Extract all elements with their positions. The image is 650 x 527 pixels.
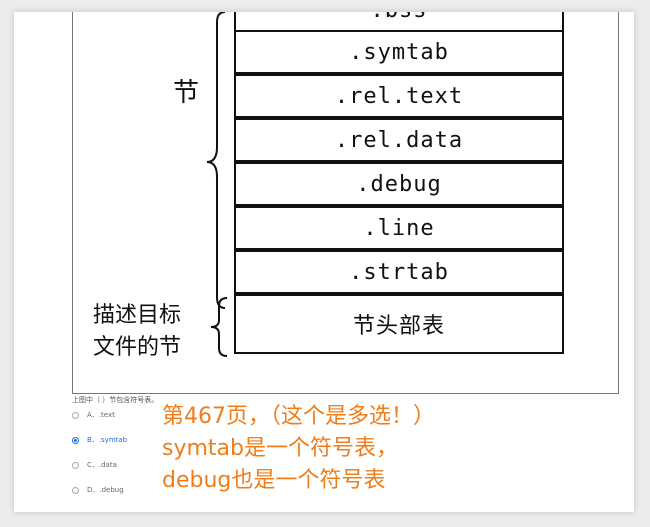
radio-a[interactable] [72,411,79,419]
row-label: 节头部表 [352,314,445,339]
annotation-line3: debug也是一个符号表 [162,468,386,493]
radio-b-selected[interactable] [72,436,79,444]
option-a[interactable]: A．.text [72,410,115,420]
radio-c[interactable] [72,461,79,469]
section-row-symtab: .symtab [234,30,564,74]
section-brace [206,12,226,309]
section-row-rel-data: .rel.data [234,118,564,162]
option-b-label: B．.symtab [87,436,128,444]
section-row-bss: .bss [234,12,564,32]
option-b[interactable]: B．.symtab [72,435,127,445]
row-label: .debug [356,171,442,197]
annotation-line1: 第467页，（这个是多选！） [162,404,435,429]
option-c-label: C．.data [87,461,117,469]
section-row-rel-text: .rel.text [234,74,564,118]
question-text: 上图中（ ）节包含符号表。 [72,396,159,404]
elf-section-diagram: .bss .symtab .rel.text .rel.data .debug … [72,12,619,394]
section-header-table-row: 节头部表 [234,294,564,354]
row-label: .line [363,215,435,241]
desc-label-line2: 文件的节 [93,335,182,360]
question-card: .bss .symtab .rel.text .rel.data .debug … [14,12,634,512]
row-label: .strtab [349,259,449,285]
section-row-strtab: .strtab [234,250,564,294]
row-label: .rel.data [334,127,464,153]
row-label: .rel.text [334,83,464,109]
section-row-debug: .debug [234,162,564,206]
desc-brace [210,297,228,357]
radio-d[interactable] [72,486,79,494]
section-row-line: .line [234,206,564,250]
annotation-line2: symtab是一个符号表， [162,436,398,461]
option-d[interactable]: D．.debug [72,485,124,495]
row-label: .symtab [349,39,449,65]
row-label: .bss [371,12,428,23]
desc-label-line1: 描述目标 [93,303,182,328]
option-c[interactable]: C．.data [72,460,117,470]
option-a-label: A．.text [87,411,115,419]
section-label: 节 [173,78,200,108]
option-d-label: D．.debug [87,486,124,494]
